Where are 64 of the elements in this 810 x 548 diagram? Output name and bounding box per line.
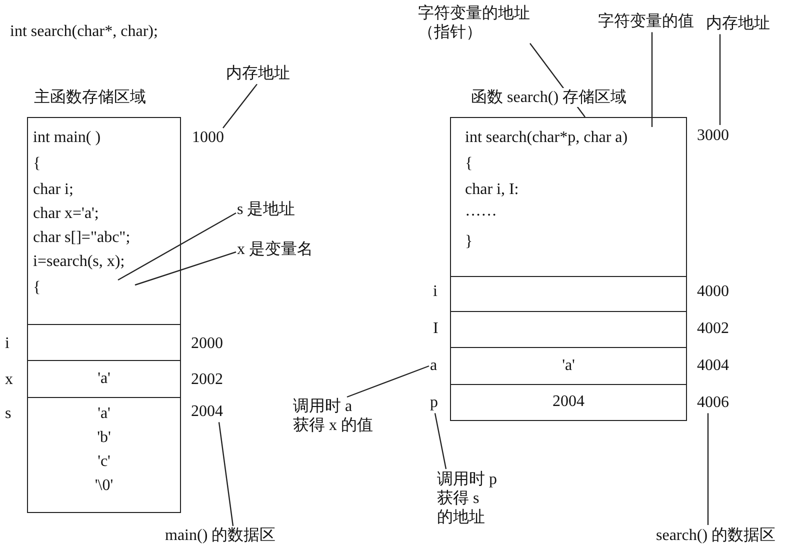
leader-line [707,413,709,525]
variable-name: I [433,319,438,338]
leader-line [434,413,447,470]
memory-address: 2002 [191,370,223,390]
variable-name: a [430,356,438,376]
code-line: char i, I: [465,180,519,200]
annotation-text: search() 的数据区 [656,526,776,546]
leader-line [134,251,236,286]
function-declaration: int search(char*, char); [10,22,158,42]
variable-name: s [5,404,12,424]
memory-address: 1000 [192,128,224,148]
memory-address: 2004 [191,402,223,422]
annotation-text: 字符变量的地址（指针） [418,4,536,42]
annotation-text: main() 的数据区 [165,526,276,546]
memory-cell [450,347,687,385]
code-line: { [33,154,41,174]
memory-cell [450,311,687,348]
leader-line [118,212,236,281]
annotation-text: s 是地址 [237,200,296,220]
variable-name: x [5,370,13,390]
memory-address: 4006 [697,393,729,412]
annotation-text: 调用时 p 获得 s 的地址 [437,470,525,528]
memory-cell [27,324,181,361]
leader-line [719,34,721,125]
code-line: { [465,154,473,174]
memory-address: 4000 [697,282,729,302]
variable-name: i [5,334,10,354]
cell-value: 'a' [96,369,112,388]
region-heading: 主函数存储区域 [34,88,146,108]
code-line: char i; [33,180,74,200]
code-line: i=search(s, x); [33,252,125,272]
variable-name: p [430,393,438,412]
leader-line [346,365,430,398]
annotation-text: 字符变量的值 [598,12,694,32]
cell-value: 2004 [552,392,586,412]
annotation-text: x 是变量名 [237,240,313,260]
cell-value: 'a' [561,356,576,376]
annotation-text: 调用时 a 获得 x 的值 [293,397,385,436]
leader-line [218,422,234,526]
variable-name: i [433,282,438,302]
address-caption: 内存地址 [226,64,290,84]
code-line: ······ [465,206,497,226]
memory-address: 2000 [191,334,223,354]
memory-cell [450,384,687,421]
cell-value: 'c' [96,452,112,472]
code-line: char x='a'; [33,204,99,224]
code-line: char s[]="abc"; [33,228,130,248]
memory-address: 4002 [697,319,729,338]
code-line: int main( ) [33,128,101,148]
memory-cell [27,360,181,398]
leader-line [222,84,258,128]
cell-value: 'a' [96,404,112,424]
memory-address: 4004 [697,356,729,376]
cell-value: 'b' [96,428,112,448]
code-line: int search(char*p, char a) [465,128,628,148]
memory-cell [450,276,687,312]
leader-line [651,32,653,127]
cell-value: '\0' [94,476,114,496]
memory-cell [27,397,181,513]
memory-address: 3000 [697,126,729,146]
address-caption: 内存地址 [706,14,770,34]
code-line: } [465,232,473,252]
region-heading: 函数 search() 存储区域 [471,88,627,108]
code-line: { [33,278,41,298]
